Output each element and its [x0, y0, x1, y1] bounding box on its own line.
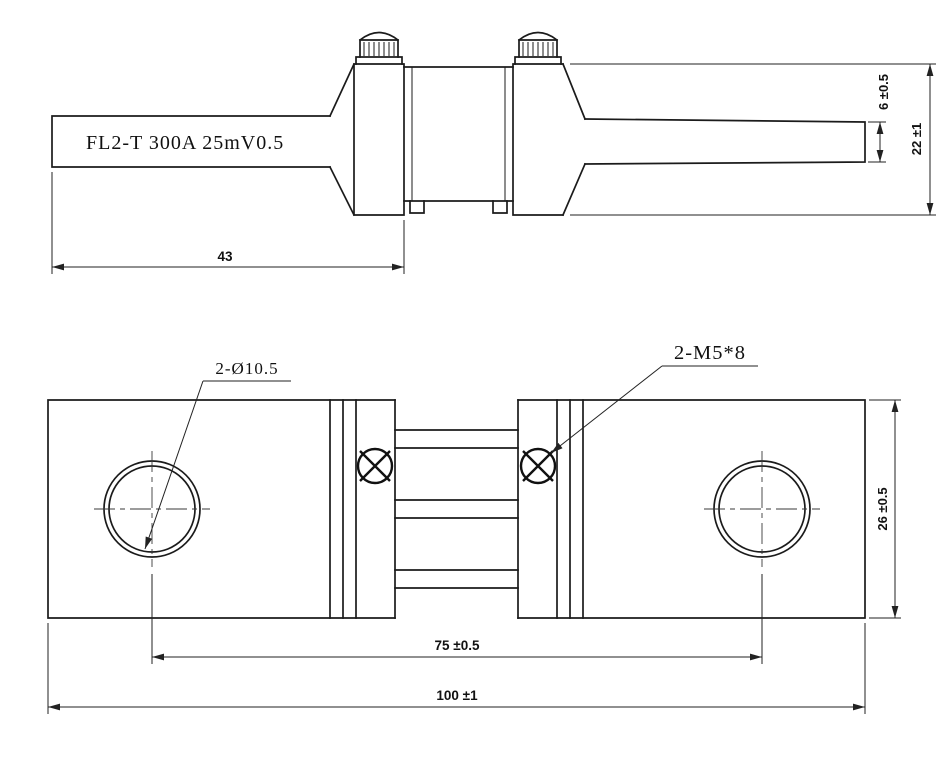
dim-overall-height: 22 ±1	[570, 63, 936, 216]
right-screw-side	[514, 31, 562, 65]
dim-body-width-text: 26 ±0.5	[875, 487, 890, 530]
left-screw-side	[355, 31, 403, 65]
left-screw-plan	[356, 447, 394, 485]
hole-callout-text: 2-Ø10.5	[215, 359, 278, 378]
right-blade-outline	[584, 118, 866, 165]
plan-body-outline	[47, 399, 866, 619]
plan-view: 2-Ø10.5 2-M5*8 26 ±0.5 75 ±0.5 100 ±1	[47, 342, 901, 714]
element-strips-plan	[394, 429, 519, 589]
right-screw-plan	[519, 447, 557, 485]
thread-callout-text: 2-M5*8	[674, 342, 746, 364]
left-blade-outline	[51, 62, 356, 217]
dim-blade-length-text: 43	[217, 249, 233, 264]
thread-callout: 2-M5*8	[550, 342, 758, 454]
left-hole-centerlines	[94, 451, 210, 567]
right-mounting-hole	[704, 451, 820, 567]
dim-blade-thickness-text: 6 ±0.5	[876, 74, 891, 110]
element-side	[403, 66, 514, 214]
right-hole-centerlines	[704, 451, 820, 567]
dim-hole-spacing-text: 75 ±0.5	[435, 638, 480, 653]
dim-body-width: 26 ±0.5	[869, 399, 901, 619]
hole-callout-leader	[144, 380, 204, 550]
thread-callout-leader	[550, 365, 663, 454]
left-mounting-hole	[94, 451, 210, 567]
dim-blade-length: 43	[51, 172, 405, 274]
right-terminal-block	[512, 62, 587, 217]
side-view: FL2-T 300A 25mV0.5 43 6 ±0.5 22 ±1	[51, 31, 936, 274]
hole-callout: 2-Ø10.5	[144, 359, 291, 550]
part-label: FL2-T 300A 25mV0.5	[86, 132, 284, 154]
left-terminal-block	[353, 63, 405, 216]
dim-blade-thickness: 6 ±0.5	[868, 74, 891, 163]
dim-overall-length: 100 ±1	[47, 623, 866, 714]
dim-hole-spacing: 75 ±0.5	[151, 574, 763, 664]
dim-overall-height-text: 22 ±1	[909, 123, 924, 155]
dim-overall-length-text: 100 ±1	[436, 688, 478, 703]
